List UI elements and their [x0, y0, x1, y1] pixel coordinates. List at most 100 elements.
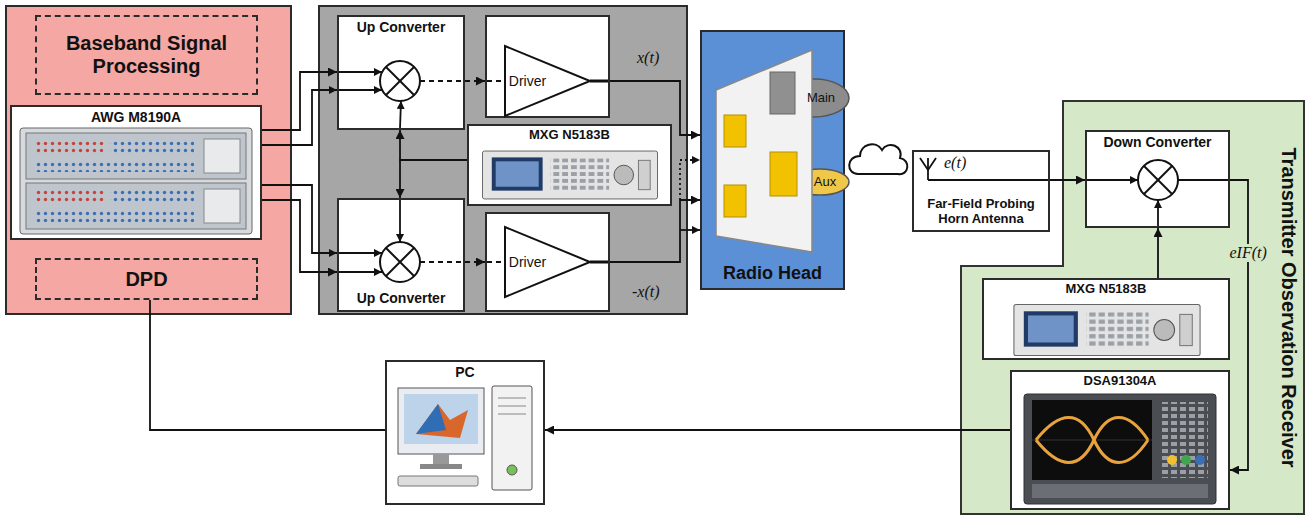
mixer-box: Up Converter	[337, 198, 465, 312]
internal-wire	[487, 80, 505, 82]
computer-picture	[416, 404, 468, 438]
feed-wire	[680, 160, 700, 230]
signal-connector	[262, 72, 337, 130]
computer-picture	[404, 394, 478, 444]
signal-name: eIF(t)	[1228, 244, 1269, 262]
computer-box: PC	[385, 360, 545, 505]
signal-label-holder: eIF(t)	[1228, 244, 1269, 262]
awg-instrument-picture	[34, 210, 194, 222]
node-label: PC	[455, 364, 474, 380]
iq-wire	[262, 90, 337, 145]
internal-wire	[420, 261, 463, 263]
antenna-array-picture	[724, 115, 746, 147]
node-label: DPD	[125, 268, 167, 291]
node-label: Main	[807, 91, 835, 106]
amplifier-box: Driver	[485, 15, 610, 118]
internal-wire	[339, 89, 382, 91]
internal-wire	[339, 271, 382, 273]
antenna-box: e(t)Far-Field Probing Horn Antenna	[912, 150, 1050, 232]
computer-picture	[433, 454, 449, 464]
awg-instrument-picture	[34, 140, 104, 154]
signal-connector	[465, 80, 485, 82]
iq-wire	[262, 185, 337, 253]
text-holder: Aux	[814, 175, 836, 190]
text-holder: Driver	[509, 73, 546, 89]
mixer-symbol	[386, 67, 414, 95]
wireless-cloud	[849, 144, 907, 174]
hardware-panel: Up ConverterDriverMXG N5183BUp Converter…	[318, 5, 688, 315]
signal-name: -x(t)	[630, 283, 662, 301]
driver-amplifier-symbol	[505, 227, 590, 297]
mixer-box: Down Converter	[1085, 130, 1230, 228]
oscilloscope-picture	[1036, 418, 1148, 463]
instrument-box: AWG M8190A	[10, 105, 262, 240]
dashed-box: Baseband Signal Processing	[35, 15, 258, 95]
awg-instrument-picture	[26, 183, 246, 229]
text-holder: DSA91304A	[1084, 374, 1157, 389]
computer-picture	[507, 465, 517, 475]
feed-wire	[680, 229, 700, 231]
oscilloscope-picture	[1032, 400, 1152, 480]
panel-shape	[961, 101, 1304, 514]
signal-generator-picture	[482, 151, 1200, 355]
text-holder: Up Converter	[357, 19, 446, 35]
probe-antenna-symbol	[920, 158, 1048, 180]
node-label: MXG N5183B	[529, 128, 610, 143]
internal-wire	[339, 252, 382, 254]
beam-lobe: Main	[778, 78, 850, 118]
oscilloscope-picture	[1024, 394, 1216, 504]
radio-head: Radio Head MainAux	[700, 30, 845, 290]
signal-connector	[400, 130, 467, 160]
text-holder: Down Converter	[1103, 134, 1211, 150]
node-label: Up Converter	[357, 19, 446, 35]
internal-wire	[1087, 179, 1138, 181]
signal-connector	[465, 261, 485, 263]
text-holder: Baseband Signal Processing	[45, 32, 248, 78]
internal-wire	[399, 200, 401, 242]
mixer-symbol	[380, 61, 420, 101]
computer-picture	[498, 398, 526, 399]
internal-wire	[487, 261, 505, 263]
oscilloscope-picture	[1167, 455, 1177, 465]
node-label: AWG M8190A	[91, 109, 181, 125]
signal-connector	[1230, 180, 1248, 470]
awg-instrument-picture	[204, 189, 240, 223]
antenna-array-picture	[716, 50, 812, 252]
awg-instrument-picture	[34, 160, 194, 172]
oscilloscope-picture	[1036, 418, 1148, 463]
mixer-symbol	[386, 67, 414, 95]
node-label: Up Converter	[357, 290, 446, 306]
signal-connector	[610, 81, 700, 135]
oscilloscope-picture	[1032, 484, 1208, 498]
mixer-symbol	[1144, 166, 1172, 194]
computer-picture	[498, 406, 526, 407]
oscilloscope-picture	[1195, 455, 1205, 465]
node-label: Driver	[509, 254, 546, 270]
text-holder: AWG M8190A	[91, 109, 181, 125]
text-holder: MXG N5183B	[1066, 282, 1147, 297]
signal-name: x(t)	[635, 49, 661, 67]
oscilloscope-picture	[1160, 402, 1208, 478]
signal-generator-picture	[1014, 305, 1200, 356]
mixer-symbol	[386, 248, 414, 276]
text-holder: Radio Head	[723, 263, 822, 284]
internal-wire	[590, 261, 608, 264]
text-holder: DPD	[125, 268, 167, 291]
amplifier-box: Driver	[485, 212, 610, 312]
text-holder: e(t)	[944, 154, 966, 172]
computer-picture	[492, 386, 532, 490]
awg-instrument-picture	[20, 128, 252, 234]
mixer-symbol	[380, 61, 1178, 282]
internal-wire	[590, 80, 608, 83]
internal-wire	[339, 71, 382, 73]
node-label: DSA91304A	[1084, 374, 1157, 389]
signal-connector	[610, 200, 700, 262]
computer-picture	[420, 464, 462, 469]
node-label: Radio Head	[723, 263, 822, 284]
mixer-symbol	[386, 248, 414, 276]
mixer-symbol	[1138, 160, 1178, 200]
internal-wire	[1157, 200, 1159, 226]
signal-connector	[400, 160, 467, 198]
